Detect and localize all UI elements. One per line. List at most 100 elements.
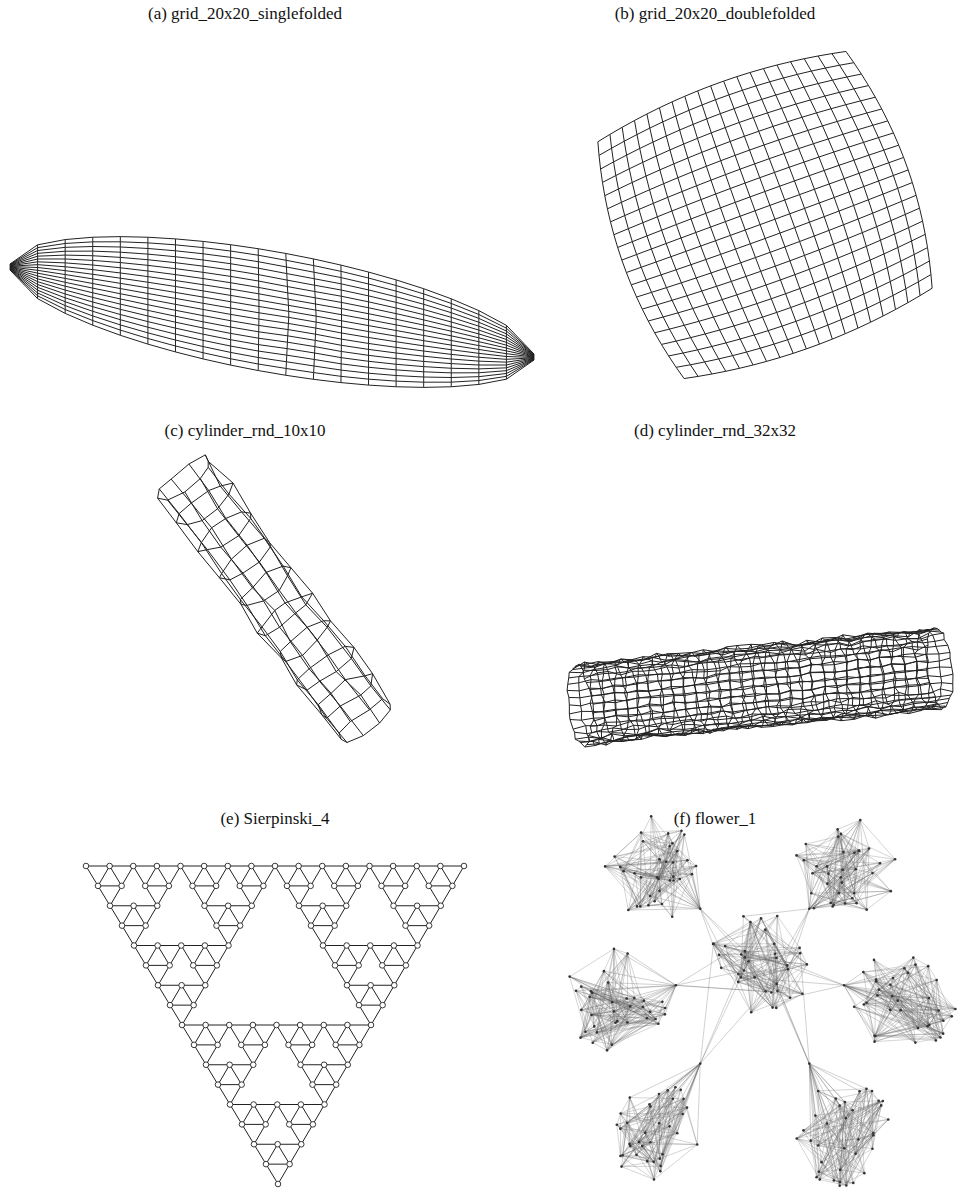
vertex [675,984,678,987]
vertex [665,860,668,863]
vertex [333,1082,339,1088]
vertex [863,1172,866,1175]
vertex [844,902,847,905]
vertex [839,1169,842,1172]
vertex [810,892,813,895]
vertex [834,1097,837,1100]
vertex [672,875,675,878]
vertex [190,883,196,889]
vertex [873,959,876,962]
vertex [250,1022,256,1028]
vertex [615,1123,618,1126]
vertex [390,863,396,869]
vertex [775,1007,778,1010]
vertex [669,879,672,882]
vertex [818,1178,821,1181]
vertex [926,1025,929,1028]
vertex [640,831,643,834]
vertex [619,1127,622,1130]
vertex [942,1032,945,1035]
vertex [954,1008,957,1011]
vertex [650,815,653,818]
vertex [682,1098,685,1101]
vertex [857,1138,860,1141]
vertex [625,997,628,1000]
vertex [907,972,910,975]
vertex [130,863,136,869]
vertex [764,928,767,931]
vertex [225,863,231,869]
vertex [877,988,880,991]
vertex [891,995,894,998]
vertex [671,915,674,918]
vertex [927,965,930,968]
vertex [942,1019,945,1022]
vertex [872,1132,875,1135]
vertex [368,982,374,988]
vertex [686,859,689,862]
vertex [873,1034,876,1037]
vertex [652,1161,655,1164]
vertex [227,1062,233,1068]
vertex [817,1090,820,1093]
vertex [659,1157,662,1160]
vertex [438,903,444,909]
vertex [635,1154,638,1157]
vertex [875,980,878,983]
vertex [658,1122,661,1125]
vertex [298,1062,304,1068]
vertex [894,858,897,861]
vertex [391,943,397,949]
vertex [841,868,844,871]
vertex [928,997,931,1000]
vertex [649,1105,652,1108]
vertex [119,883,125,889]
vertex [202,903,208,909]
vertex [275,1181,281,1187]
vertex [659,1170,662,1173]
vertex [770,991,773,994]
vertex [743,969,746,972]
vertex [191,1042,197,1048]
vertex [680,829,683,832]
vertex [664,1007,667,1010]
vertex [833,1179,836,1182]
panel-title: (a) grid_20x20_singlefolded [145,4,345,24]
vertex [154,903,160,909]
vertex [656,876,659,879]
vertex [263,1122,269,1128]
vertex [826,882,829,885]
vertex [167,963,173,969]
vertex [274,1102,280,1108]
vertex [896,999,899,1002]
vertex [840,833,843,836]
vertex [286,1122,292,1128]
vertex [633,997,636,1000]
vertex [298,1141,304,1147]
vertex [647,904,650,907]
vertex [661,903,664,906]
vertex [804,843,807,846]
vertex [826,865,829,868]
vertex [827,872,830,875]
vertex [262,1042,268,1048]
vertex [179,1022,185,1028]
vertex [658,858,661,861]
vertex [817,1144,820,1147]
vertex [590,1014,593,1017]
vertex [391,903,397,909]
vertex [712,943,715,946]
vertex [859,819,862,822]
vertex [321,1022,327,1028]
vertex [724,945,727,948]
vertex [742,915,745,918]
vertex [903,967,906,970]
vertex [213,883,219,889]
vertex [808,1062,811,1065]
vertex [226,943,232,949]
vertex [696,1143,699,1146]
vertex [798,947,801,950]
vertex [774,953,777,956]
panel-title: (b) grid_20x20_doublefolded [612,4,819,24]
vertex [720,967,723,970]
